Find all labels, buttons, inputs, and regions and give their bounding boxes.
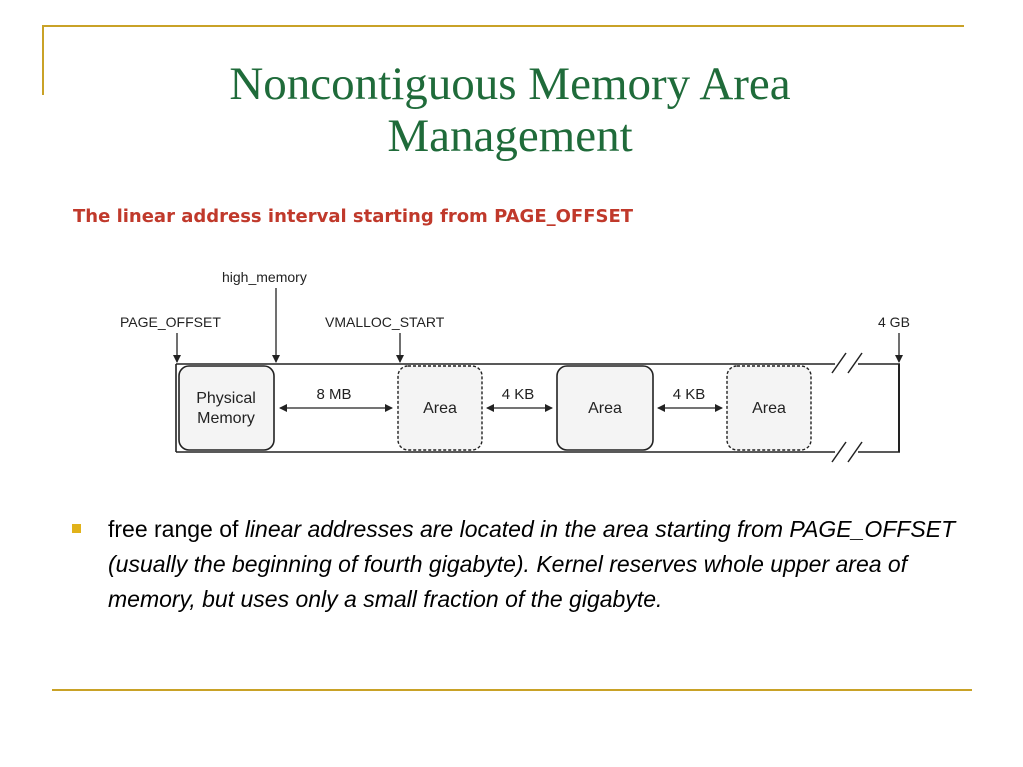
gap-2-label: 4 KB — [502, 386, 535, 403]
slide-title: Noncontiguous Memory Area Management — [60, 58, 960, 162]
four-gb-label: 4 GB — [878, 314, 910, 330]
bullet-paragraph: free range of linear addresses are locat… — [108, 512, 958, 617]
gap-3-label: 4 KB — [673, 386, 706, 403]
area-block-2-label: Area — [588, 400, 622, 417]
area-block-1 — [397, 365, 483, 451]
physical-memory-block — [178, 365, 275, 451]
title-line-2: Management — [387, 110, 633, 162]
diagram-caption: The linear address interval starting fro… — [73, 206, 634, 227]
area-block-2 — [556, 365, 654, 451]
break-mark — [831, 441, 847, 463]
bullet-square-icon — [72, 524, 81, 533]
title-line-1: Noncontiguous Memory Area — [229, 58, 791, 110]
bullet-emphasis: linear addresses are located in the area… — [108, 516, 956, 612]
physical-memory-label-line-2: Memory — [197, 410, 255, 427]
bullet-prefix: free range of — [108, 516, 245, 542]
vmalloc-start-label: VMALLOC_START — [325, 314, 445, 330]
high-memory-label: high_memory — [222, 269, 307, 285]
area-block-3-label: Area — [752, 400, 786, 417]
physical-memory-label-line-1: Physical — [196, 390, 256, 407]
frame-left-rule — [42, 25, 44, 95]
frame-top-rule — [42, 25, 964, 27]
break-mark — [831, 352, 847, 374]
break-mark — [847, 352, 863, 374]
area-block-1-label: Area — [423, 400, 457, 417]
break-mark — [847, 441, 863, 463]
frame-bottom-rule — [52, 689, 972, 691]
gap-1-label: 8 MB — [316, 386, 351, 403]
page-offset-label: PAGE_OFFSET — [120, 314, 221, 330]
area-block-3 — [726, 365, 812, 451]
